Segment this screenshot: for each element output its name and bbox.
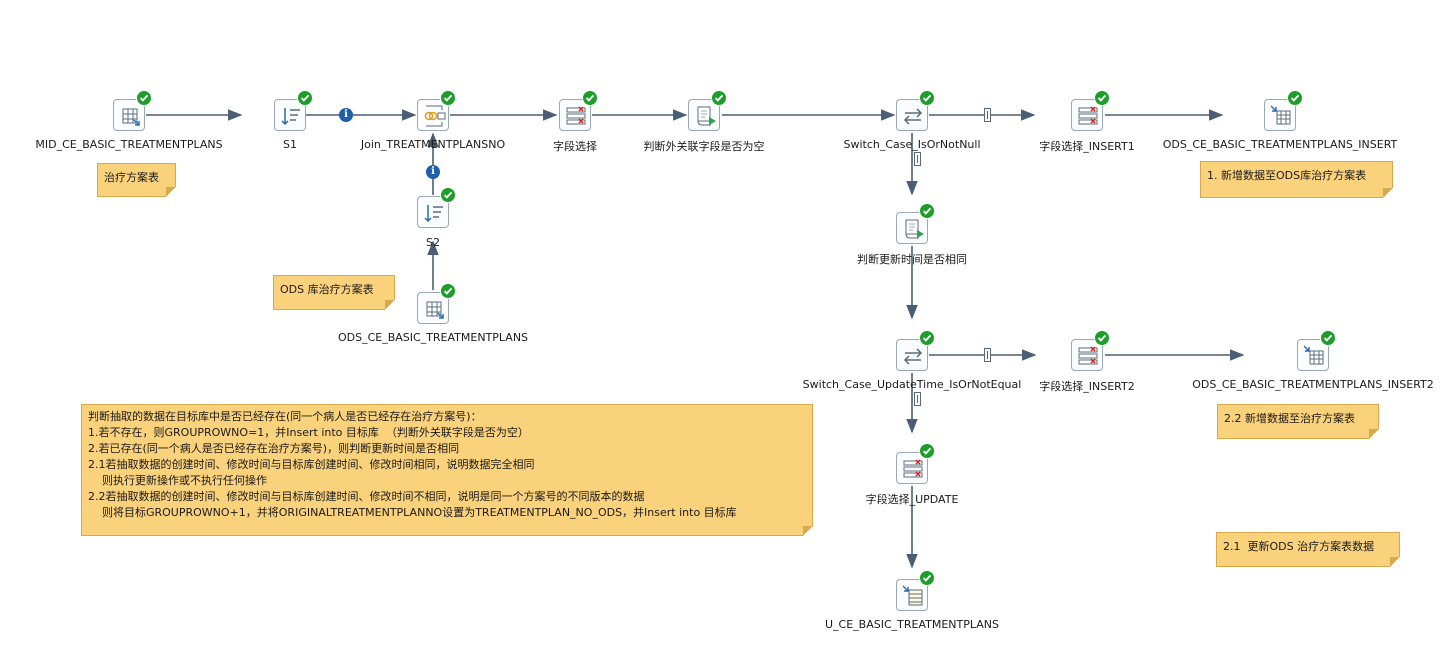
step-label: ODS_CE_BASIC_TREATMENTPLANS_INSERT2 (1192, 378, 1434, 391)
step-label: 字段选择_INSERT1 (1039, 140, 1135, 153)
success-check-icon (440, 283, 456, 299)
select-values-icon (1078, 346, 1098, 365)
select-values-icon (566, 106, 586, 125)
condition-icon[interactable] (914, 392, 921, 406)
note-text: 判断抽取的数据在目标库中是否已经存在(同一个病人是否已经存在治疗方案号)： (88, 410, 482, 423)
success-check-icon (440, 90, 456, 106)
step-label: 字段选择_INSERT2 (1039, 380, 1135, 393)
success-check-icon (919, 443, 935, 459)
note-text: 1.若不存在，则GROUPROWNO=1，并Insert into 目标库 （判… (88, 426, 529, 439)
select-values-icon (1078, 106, 1098, 125)
switch-case-icon (903, 108, 923, 125)
step-icon-box[interactable] (1071, 99, 1103, 131)
note-text: 2.若已存在(同一个病人是否已经存在治疗方案号)，则判断更新时间是否相同 (88, 442, 460, 455)
step-label: U_CE_BASIC_TREATMENTPLANS (824, 618, 1000, 631)
step-label: ODS_CE_BASIC_TREATMENTPLANS_INSERT (1162, 138, 1398, 151)
success-check-icon (919, 90, 935, 106)
success-check-icon (297, 90, 313, 106)
step-icon-box[interactable] (896, 452, 928, 484)
update-icon (902, 585, 923, 606)
step-label: S1 (283, 138, 297, 151)
step-label: 判断更新时间是否相同 (857, 253, 967, 266)
table-output-icon (1303, 345, 1324, 365)
step-label: ODS_CE_BASIC_TREATMENTPLANS (337, 331, 529, 344)
script-icon (697, 106, 716, 126)
switch-case-icon (903, 348, 923, 365)
step-label: S2 (426, 236, 440, 249)
step-icon-box[interactable] (896, 212, 928, 244)
condition-icon[interactable] (914, 152, 921, 166)
success-check-icon (1287, 90, 1303, 106)
success-check-icon (1094, 330, 1110, 346)
info-icon[interactable]: i (339, 108, 353, 122)
success-check-icon (582, 90, 598, 106)
step-icon-box[interactable] (1071, 339, 1103, 371)
select-values-icon (903, 459, 923, 478)
sticky-note[interactable]: 判断抽取的数据在目标库中是否已经存在(同一个病人是否已经存在治疗方案号)： 1.若… (81, 404, 813, 536)
success-check-icon (919, 570, 935, 586)
success-check-icon (919, 330, 935, 346)
note-text: 2.1若抽取数据的创建时间、修改时间与目标库创建时间、修改时间相同，说明数据完全… (88, 458, 535, 471)
note-text: 2.1 更新ODS 治疗方案表数据 (1223, 540, 1375, 553)
sticky-note[interactable]: ODS 库治疗方案表 (273, 275, 395, 310)
sticky-note[interactable]: 治疗方案表 (97, 163, 176, 197)
step-label: Join_TREATMENTPLANSNO (360, 138, 506, 151)
sort-icon (424, 205, 443, 223)
step-icon-box[interactable] (559, 99, 591, 131)
success-check-icon (136, 90, 152, 106)
note-text: 1. 新增数据至ODS库治疗方案表 (1207, 169, 1367, 182)
condition-icon[interactable] (984, 348, 991, 362)
sticky-note[interactable]: 2.2 新增数据至治疗方案表 (1217, 404, 1379, 439)
note-text: ODS 库治疗方案表 (280, 283, 374, 296)
script-icon (905, 219, 924, 239)
sticky-note[interactable]: 2.1 更新ODS 治疗方案表数据 (1216, 532, 1400, 567)
success-check-icon (440, 187, 456, 203)
success-check-icon (711, 90, 727, 106)
note-text: 2.2 新增数据至治疗方案表 (1224, 412, 1355, 425)
note-text: 则执行更新操作或不执行任何操作 (88, 474, 267, 487)
step-label: MID_CE_BASIC_TREATMENTPLANS (35, 138, 223, 151)
sticky-note[interactable]: 1. 新增数据至ODS库治疗方案表 (1200, 161, 1393, 198)
note-text: 则将目标GROUPROWNO+1，并将ORIGINALTREATMENTPLAN… (88, 506, 737, 519)
step-label: Switch_Case_IsOrNotNull (843, 138, 981, 151)
table-input-icon (122, 108, 140, 126)
condition-icon[interactable] (984, 108, 991, 122)
step-label: 判断外关联字段是否为空 (643, 140, 765, 153)
table-output-icon (1270, 105, 1291, 125)
sort-icon (281, 108, 300, 126)
note-text: 治疗方案表 (104, 171, 159, 184)
success-check-icon (1320, 330, 1336, 346)
step-label: 字段选择_UPDATE (865, 493, 959, 506)
step-label: Switch_Case_UpdateTime_IsOrNotEqual (802, 378, 1022, 391)
success-check-icon (919, 203, 935, 219)
step-icon-box[interactable] (113, 99, 145, 131)
success-check-icon (1094, 90, 1110, 106)
info-icon[interactable]: i (426, 165, 440, 179)
table-input-icon (426, 301, 444, 319)
step-label: 字段选择 (553, 140, 597, 153)
note-text: 2.2若抽取数据的创建时间、修改时间与目标库创建时间、修改时间不相同，说明是同一… (88, 490, 645, 503)
merge-join-icon (424, 105, 446, 127)
